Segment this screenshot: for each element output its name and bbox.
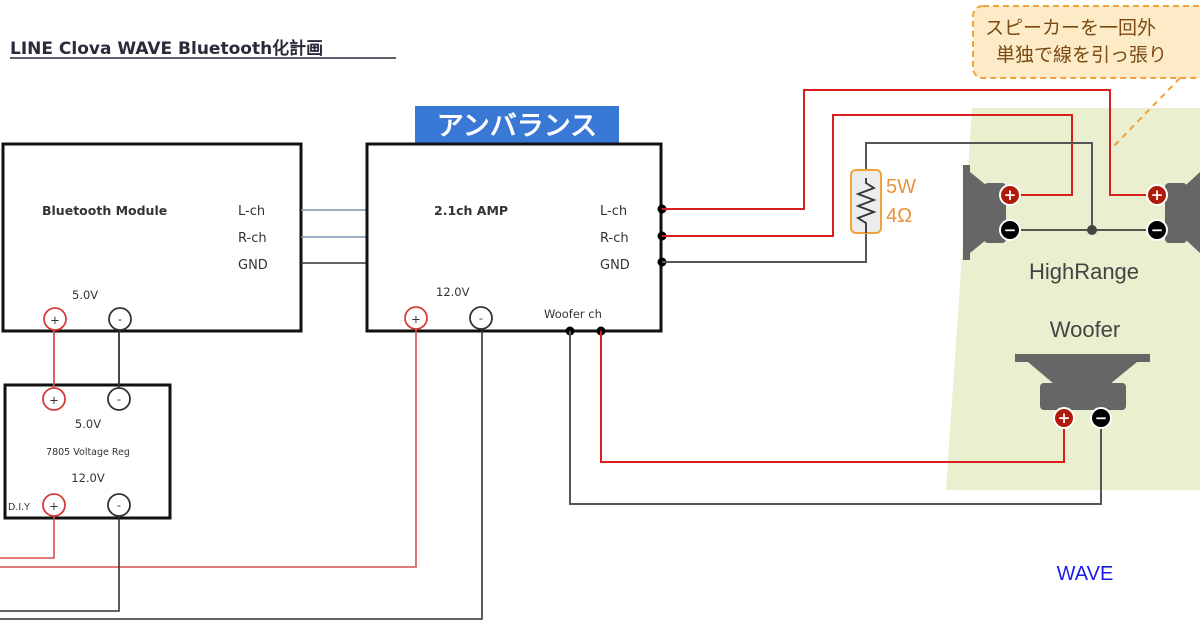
- reg-out-plus-sign: +: [49, 393, 59, 407]
- woofer-plate: [1015, 354, 1150, 362]
- bt-minus-terminal: [108, 307, 132, 331]
- woofer-minus-terminal: [1090, 407, 1112, 429]
- bt-pin-gnd: GND: [238, 258, 268, 273]
- wire-reg-in-minus: [0, 516, 120, 612]
- woofer-plus-sign: +: [1058, 409, 1071, 427]
- resistor-resistance: 4Ω: [886, 205, 912, 227]
- page-title: LINE Clova WAVE Bluetooth化計画: [10, 38, 323, 59]
- voltage-regulator: + - 5.0V 7805 Voltage Reg 12.0V D.I.Y + …: [3, 383, 172, 520]
- bluetooth-module: Bluetooth Module L-ch R-ch GND 5.0V + -: [1, 142, 303, 333]
- amp-label: 2.1ch AMP: [434, 203, 508, 218]
- wire-reg-in-plus: [0, 516, 55, 559]
- left-tweeter-speaker: + −: [963, 165, 1021, 260]
- amp-pin-gnd: GND: [600, 258, 630, 273]
- bt-pin-rch: R-ch: [238, 231, 267, 246]
- amp-box: [365, 142, 663, 333]
- left-tweeter-plus-terminal: [999, 184, 1021, 206]
- bt-minus-sign: -: [118, 312, 122, 326]
- amp-pin-lch: L-ch: [600, 204, 627, 219]
- right-tweeter-speaker: + −: [1146, 172, 1200, 253]
- woofer-label: Woofer: [1050, 317, 1121, 342]
- reg-in-plus-sign: +: [49, 499, 59, 513]
- right-tweeter-minus-terminal: [1146, 219, 1168, 241]
- bt-plus-sign: +: [50, 313, 60, 327]
- regulator-box: [3, 383, 172, 520]
- woofer-plus-terminal: [1053, 407, 1075, 429]
- right-tweeter-magnet: [1165, 183, 1187, 243]
- right-tweeter-plus-sign: +: [1151, 186, 1164, 204]
- woofer-cone: [1028, 362, 1137, 384]
- amp-2-1ch: 2.1ch AMP L-ch R-ch GND 12.0V Woofer ch …: [365, 142, 663, 333]
- unbalanced-banner-text: アンバランス: [437, 111, 597, 142]
- woofer-speaker: + −: [1015, 354, 1150, 429]
- bt-plus-terminal: [43, 307, 67, 331]
- reg-out-minus-sign: -: [117, 392, 121, 406]
- amp-plus-sign: +: [411, 312, 421, 326]
- right-tweeter-minus-sign: −: [1151, 221, 1164, 239]
- left-tweeter-cone: [970, 172, 986, 253]
- callout-line-1: スピーカーを一回外: [985, 17, 1156, 39]
- wire-rch-to-left-tweeter: [662, 114, 1073, 237]
- wire-woofer-plus: [600, 331, 1065, 463]
- left-tweeter-plus-sign: +: [1004, 186, 1017, 204]
- woofer-magnet: [1040, 383, 1126, 410]
- wire-amp-minus: [0, 329, 483, 620]
- reg-in-voltage: 12.0V: [71, 471, 105, 485]
- amp-pin-rch: R-ch: [600, 231, 629, 246]
- right-tweeter-plus-terminal: [1146, 184, 1168, 206]
- left-tweeter-minus-terminal: [999, 219, 1021, 241]
- callout-pointer: [1111, 77, 1181, 149]
- wire-gnd-through-resistor: [662, 142, 1093, 263]
- callout-line-2: 単独で線を引っ張り: [996, 44, 1167, 66]
- resistor-5w-4ohm: 5W 4Ω: [850, 169, 916, 234]
- amp-minus-terminal: [469, 306, 493, 330]
- unbalanced-banner: [415, 106, 619, 143]
- right-tweeter-cone: [1186, 172, 1200, 253]
- highrange-label: HighRange: [1029, 259, 1139, 284]
- bt-voltage: 5.0V: [72, 288, 98, 302]
- callout-note: スピーカーを一回外 単独で線を引っ張り: [972, 5, 1200, 149]
- tweeter-minus-junction: [1087, 225, 1097, 235]
- left-tweeter-plate: [963, 165, 970, 260]
- wire-amp-plus: [0, 329, 417, 568]
- bt-pin-lch: L-ch: [238, 204, 265, 219]
- reg-out-voltage: 5.0V: [75, 417, 101, 431]
- wave-enclosure-label: WAVE: [1057, 563, 1114, 585]
- amp-voltage: 12.0V: [436, 285, 470, 299]
- left-tweeter-minus-sign: −: [1004, 221, 1017, 239]
- amp-woofer-ch-label: Woofer ch: [544, 307, 602, 321]
- resistor-zigzag-icon: [855, 178, 877, 233]
- bluetooth-module-label: Bluetooth Module: [42, 203, 167, 218]
- regulator-label: 7805 Voltage Reg: [46, 447, 130, 458]
- callout-box: [972, 5, 1200, 79]
- wire-lch-to-right-tweeter: [662, 89, 1148, 210]
- reg-diy-label: D.I.Y: [8, 502, 30, 513]
- woofer-minus-sign: −: [1095, 409, 1108, 427]
- reg-in-minus-sign: -: [117, 498, 121, 512]
- wire-woofer-minus: [569, 331, 1102, 505]
- amp-minus-sign: -: [479, 311, 483, 325]
- bluetooth-module-box: [1, 142, 303, 333]
- resistor-power: 5W: [886, 176, 916, 198]
